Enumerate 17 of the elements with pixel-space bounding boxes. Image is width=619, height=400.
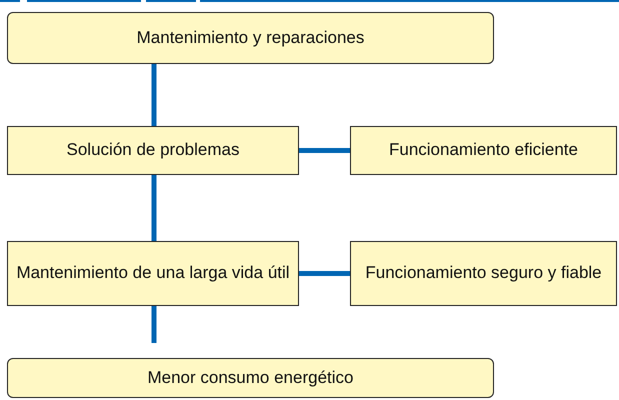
node-label: Funcionamiento eficiente: [388, 140, 578, 161]
process-box: [7, 126, 299, 175]
connector-line: [152, 175, 156, 241]
process-box: [350, 241, 617, 306]
process-box: [350, 126, 617, 175]
connector-line: [152, 306, 156, 343]
node-label: Solución de problemas: [66, 140, 240, 161]
connector-line: [152, 64, 156, 126]
connector-line: [299, 271, 350, 276]
node-label: Menor consumo energético: [147, 368, 354, 388]
node-label: Mantenimiento y reparaciones: [136, 28, 364, 48]
connector-line: [299, 148, 350, 153]
node-label: Funcionamiento seguro y fiable: [365, 263, 602, 284]
rounded-box: [7, 12, 494, 64]
process-box: [7, 241, 299, 306]
rounded-box: [7, 358, 494, 398]
node-label: Mantenimiento de una larga vida útil: [16, 263, 290, 284]
